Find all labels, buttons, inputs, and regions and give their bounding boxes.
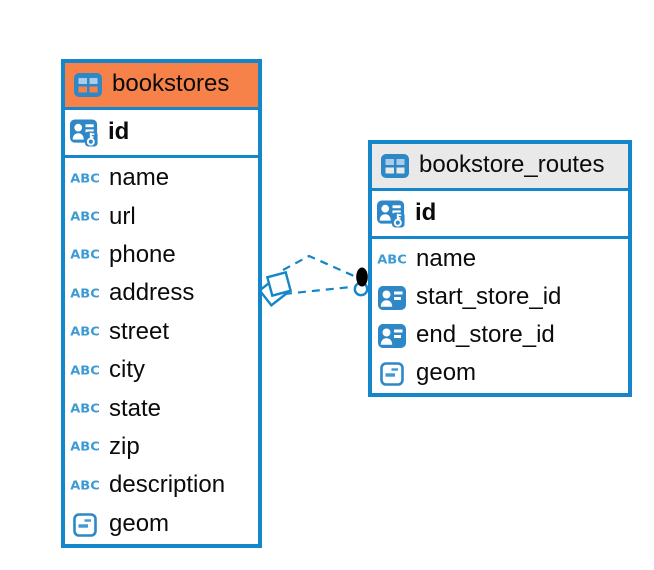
- column-label: city: [109, 356, 145, 384]
- abc-text-type-icon: ABC: [70, 325, 100, 340]
- column-label: url: [109, 202, 136, 230]
- column-label: start_store_id: [416, 283, 562, 310]
- primary-key-icon: [70, 118, 100, 147]
- column-row-street[interactable]: ABC street: [65, 314, 258, 352]
- primary-key-label: id: [108, 117, 130, 145]
- abc-text-type-icon: ABC: [377, 253, 407, 267]
- column-row-name[interactable]: ABC name: [65, 160, 258, 198]
- primary-key-label: id: [415, 198, 437, 226]
- table-header-bookstores[interactable]: bookstores: [65, 63, 258, 110]
- table-title: bookstore_routes: [419, 151, 605, 178]
- relationship-connector[interactable]: [253, 246, 373, 308]
- column-label: geom: [109, 509, 170, 537]
- column-label: address: [109, 279, 195, 307]
- abc-text-type-icon: ABC: [70, 210, 100, 225]
- column-row-name[interactable]: ABC name: [372, 241, 628, 279]
- table-header-bookstore-routes[interactable]: bookstore_routes: [372, 144, 628, 191]
- column-label: state: [109, 394, 162, 422]
- abc-text-type-icon: ABC: [70, 402, 100, 417]
- primary-key-row[interactable]: id: [65, 110, 258, 158]
- column-label: phone: [109, 240, 176, 268]
- column-row-phone[interactable]: ABC phone: [65, 237, 258, 275]
- column-label: description: [109, 471, 226, 499]
- many-end-marker-squares: [257, 270, 293, 308]
- primary-key-icon: [377, 199, 407, 228]
- contact-card-type-icon: [377, 324, 407, 348]
- column-row-description[interactable]: ABC description: [65, 467, 258, 505]
- abc-text-type-icon: ABC: [70, 172, 100, 187]
- relationship-edge: [282, 254, 355, 278]
- column-label: zip: [109, 432, 140, 460]
- abc-text-type-icon: ABC: [70, 287, 100, 302]
- abc-text-type-icon: ABC: [70, 479, 100, 494]
- table-title: bookstores: [112, 70, 230, 97]
- column-row-address[interactable]: ABC address: [65, 275, 258, 313]
- one-end-marker-dot: [353, 267, 369, 297]
- column-label: name: [109, 164, 170, 192]
- column-label: street: [109, 317, 170, 345]
- primary-key-row[interactable]: id: [372, 191, 628, 239]
- table-icon: [73, 73, 103, 97]
- abc-text-type-icon: ABC: [70, 249, 100, 263]
- geometry-type-icon: [377, 362, 407, 386]
- column-row-start_store_id[interactable]: start_store_id: [372, 279, 628, 317]
- column-row-end_store_id[interactable]: end_store_id: [372, 317, 628, 355]
- abc-text-type-icon: ABC: [70, 441, 100, 455]
- table-icon: [380, 154, 410, 178]
- column-row-geom[interactable]: geom: [372, 355, 628, 393]
- column-row-city[interactable]: ABC city: [65, 352, 258, 390]
- abc-text-type-icon: ABC: [70, 364, 100, 379]
- column-label: name: [416, 245, 477, 272]
- column-label: geom: [416, 359, 477, 386]
- column-row-url[interactable]: ABC url: [65, 198, 258, 236]
- column-row-state[interactable]: ABC state: [65, 390, 258, 428]
- column-row-zip[interactable]: ABC zip: [65, 429, 258, 467]
- geometry-type-icon: [70, 512, 100, 537]
- contact-card-type-icon: [377, 286, 407, 310]
- column-label: end_store_id: [416, 321, 555, 348]
- column-row-geom[interactable]: geom: [65, 506, 258, 544]
- relationship-edge: [283, 285, 352, 296]
